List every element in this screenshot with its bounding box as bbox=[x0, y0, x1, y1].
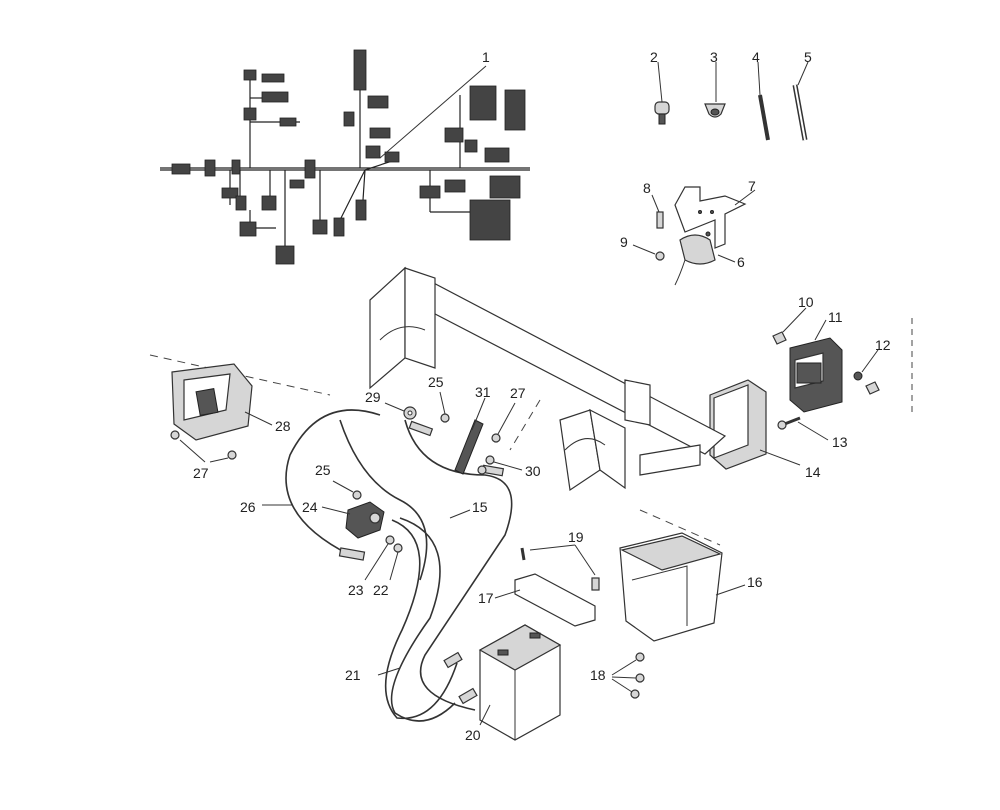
callout-13: 13 bbox=[832, 434, 848, 450]
solenoid-part-24 bbox=[321, 501, 385, 539]
callout-22: 22 bbox=[373, 582, 389, 598]
callout-11: 11 bbox=[828, 309, 843, 325]
frame-crossmember bbox=[369, 266, 727, 492]
washer-part-29 bbox=[384, 402, 417, 420]
callout-labels: 1 2 3 4 5 6 7 8 9 10 11 12 13 14 15 16 1… bbox=[193, 49, 891, 743]
callout-7: 7 bbox=[748, 178, 756, 194]
callout-16: 16 bbox=[747, 574, 763, 590]
bolts-part-27-left bbox=[170, 430, 237, 463]
washer-part-10 bbox=[772, 307, 807, 345]
nuts-part-27-center bbox=[491, 402, 516, 443]
fasteners-part-18 bbox=[611, 652, 645, 699]
callout-21: 21 bbox=[345, 667, 361, 683]
cable-part-21 bbox=[377, 517, 478, 722]
callout-4: 4 bbox=[752, 49, 760, 65]
callout-18: 18 bbox=[590, 667, 606, 683]
bracket-part-7 bbox=[674, 186, 756, 249]
tie-strap-part-4 bbox=[757, 61, 770, 141]
callout-12: 12 bbox=[875, 337, 891, 353]
nut-part-23 bbox=[364, 535, 395, 581]
screw-part-13 bbox=[777, 416, 829, 441]
bolt-part-19 bbox=[520, 544, 600, 591]
grommet-part-3 bbox=[704, 62, 726, 118]
callout-17: 17 bbox=[478, 590, 494, 606]
dashed-leader-battery-box bbox=[639, 509, 721, 546]
dashed-leader-left bbox=[149, 354, 331, 396]
dashed-leader-center bbox=[509, 399, 541, 451]
battery-part-20 bbox=[478, 624, 562, 741]
cable-part-26 bbox=[262, 409, 381, 561]
callout-2: 2 bbox=[650, 49, 658, 65]
bolts-part-30 bbox=[477, 455, 523, 475]
callout-14: 14 bbox=[805, 464, 821, 480]
bracket-part-17 bbox=[494, 573, 596, 627]
callout-3: 3 bbox=[710, 49, 718, 65]
callout-31: 31 bbox=[475, 384, 491, 400]
callout-28: 28 bbox=[275, 418, 291, 434]
callout-30: 30 bbox=[525, 463, 541, 479]
screw-part-8 bbox=[651, 194, 664, 229]
callout-10: 10 bbox=[798, 294, 814, 310]
nut-part-25-upper bbox=[439, 391, 450, 423]
ecu-cover-part-14 bbox=[709, 379, 801, 470]
callout-19: 19 bbox=[568, 529, 584, 545]
callout-20: 20 bbox=[465, 727, 481, 743]
connector-part-2 bbox=[654, 61, 670, 125]
callout-8: 8 bbox=[643, 180, 651, 196]
callout-26: 26 bbox=[240, 499, 256, 515]
callout-23: 23 bbox=[348, 582, 364, 598]
tie-strap-part-5 bbox=[792, 61, 809, 141]
battery-box-part-16 bbox=[619, 532, 746, 642]
callout-6: 6 bbox=[737, 254, 745, 270]
callout-15: 15 bbox=[472, 499, 488, 515]
washer-part-12 bbox=[853, 349, 880, 395]
callout-25-upper: 25 bbox=[428, 374, 444, 390]
relay-part-6 bbox=[674, 234, 736, 286]
wiring-harness bbox=[160, 49, 530, 265]
ecu-module-part-11 bbox=[789, 319, 843, 413]
terminal-block-part-31 bbox=[454, 397, 486, 475]
battery-holder-part-28 bbox=[171, 363, 273, 441]
callout-27-left: 27 bbox=[193, 465, 209, 481]
callout-1: 1 bbox=[482, 49, 490, 65]
callout-5: 5 bbox=[804, 49, 812, 65]
callout-27-center: 27 bbox=[510, 385, 526, 401]
callout-25-lower: 25 bbox=[315, 462, 331, 478]
callout-24: 24 bbox=[302, 499, 318, 515]
callout-29: 29 bbox=[365, 389, 381, 405]
cable-part-15 bbox=[339, 419, 513, 711]
nut-part-22 bbox=[389, 543, 403, 581]
callout-9: 9 bbox=[620, 234, 628, 250]
nut-part-9 bbox=[632, 244, 665, 261]
nut-part-25-lower bbox=[332, 480, 362, 500]
